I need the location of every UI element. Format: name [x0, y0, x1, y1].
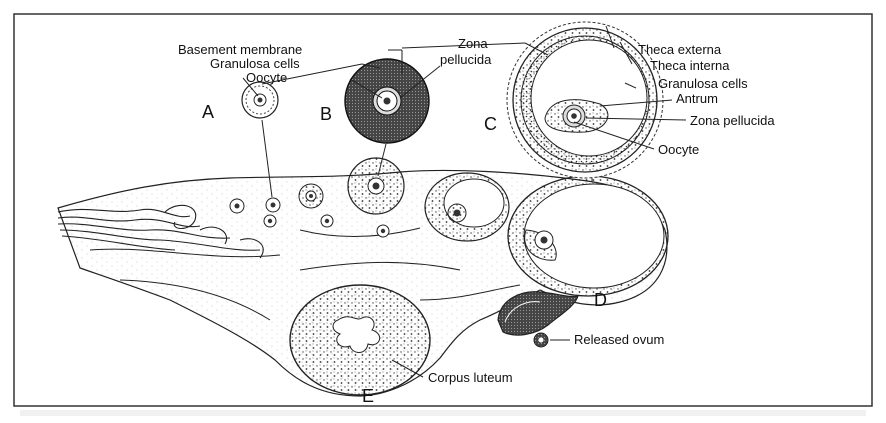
label-released-ovum: Released ovum — [574, 332, 664, 347]
label-granulosa-cells-a: Granulosa cells — [210, 56, 300, 71]
label-granulosa-cells-c: Granulosa cells — [658, 76, 748, 91]
graafian-follicle-in-ovary — [508, 176, 668, 296]
label-corpus-luteum: Corpus luteum — [428, 370, 513, 385]
label-zona-b-line2: pellucida — [440, 52, 492, 67]
label-antrum: Antrum — [676, 91, 718, 106]
follicle-b-secondary — [345, 59, 429, 143]
faded-caption-strip — [20, 410, 866, 416]
stage-letter-c: C — [484, 114, 497, 134]
released-ovum — [534, 333, 548, 347]
corpus-luteum — [290, 285, 430, 395]
secondary-follicle-in-ovary — [348, 158, 404, 214]
label-zona-b-line1: Zona — [458, 36, 488, 51]
antral-follicle-in-ovary — [425, 173, 509, 241]
label-oocyte-c: Oocyte — [658, 142, 699, 157]
stage-letter-a: A — [202, 102, 214, 122]
follicle-a-primordial — [242, 82, 278, 118]
label-zona-pellucida-c: Zona pellucida — [690, 113, 775, 128]
label-oocyte-a: Oocyte — [246, 70, 287, 85]
stage-letter-b: B — [320, 104, 332, 124]
label-theca-interna: Theca interna — [650, 58, 730, 73]
label-basement-membrane: Basement membrane — [178, 42, 302, 57]
stage-letter-d: D — [594, 290, 607, 310]
label-theca-externa: Theca externa — [638, 42, 722, 57]
stage-letter-e: E — [362, 386, 374, 406]
